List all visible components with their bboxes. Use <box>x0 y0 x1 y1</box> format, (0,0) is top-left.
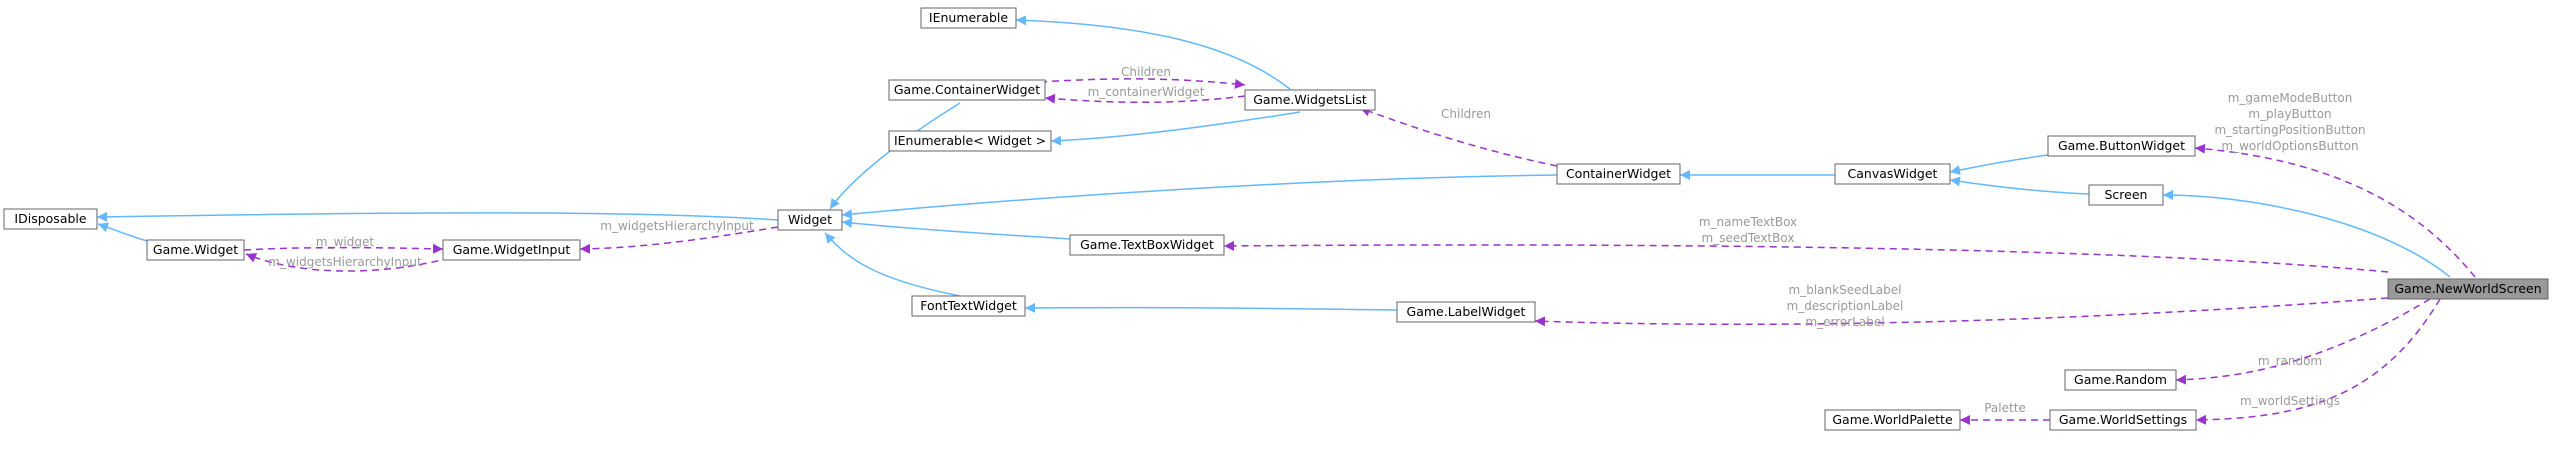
node-label-ienumerable: IEnumerable <box>929 10 1009 25</box>
node-widget[interactable]: Widget <box>777 209 843 231</box>
node-label-game-new-world-screen: Game.NewWorldScreen <box>2394 281 2541 296</box>
node-ienumerable[interactable]: IEnumerable <box>920 7 1017 29</box>
node-label-game-world-settings: Game.WorldSettings <box>2059 412 2187 427</box>
node-idisposable[interactable]: IDisposable <box>3 208 98 230</box>
node-label-container-widget: ContainerWidget <box>1566 166 1671 181</box>
edge-widget-input-to-game-widget <box>245 253 451 272</box>
node-screen[interactable]: Screen <box>2088 184 2164 206</box>
label-m-name-text-box: m_nameTextBox <box>1699 215 1797 229</box>
node-game-widgets-list[interactable]: Game.WidgetsList <box>1244 89 1376 111</box>
edge-game-widget-to-widget-input <box>243 243 444 254</box>
edge-new-world-screen-to-random <box>2175 298 2431 385</box>
node-game-container-widget[interactable]: Game.ContainerWidget <box>888 79 1046 101</box>
label-m-game-mode-button: m_gameModeButton <box>2228 91 2353 105</box>
edge-widgets-list-to-ienumerable <box>1015 15 1291 90</box>
edge-widgets-list-to-ienumerable-widget <box>1050 111 1301 146</box>
edge-widget-to-idisposable <box>96 211 779 222</box>
node-game-world-settings[interactable]: Game.WorldSettings <box>2049 409 2197 431</box>
node-game-widget-input[interactable]: Game.WidgetInput <box>442 239 581 261</box>
edge-button-widget-to-canvas-widget <box>1949 154 2049 175</box>
node-label-game-world-palette: Game.WorldPalette <box>1832 412 1953 427</box>
edge-widget-to-widget-input <box>579 226 779 254</box>
node-font-text-widget[interactable]: FontTextWidget <box>911 295 1026 317</box>
label-m-world-settings: m_worldSettings <box>2240 394 2340 408</box>
edge-widgets-list-to-container-widget <box>1044 93 1246 104</box>
label-m-widget: m_widget <box>316 235 374 249</box>
node-label-game-button-widget: Game.ButtonWidget <box>2058 138 2185 153</box>
node-game-button-widget[interactable]: Game.ButtonWidget <box>2047 135 2196 157</box>
label-m-world-options-button: m_worldOptionsButton <box>2221 139 2358 153</box>
edge-container-widget-to-widgets-list-children <box>1359 106 1558 167</box>
node-label-screen: Screen <box>2105 187 2148 202</box>
label-m-widgets-hierarchy-input-1: m_widgetsHierarchyInput <box>600 219 754 233</box>
node-label-game-container-widget: Game.ContainerWidget <box>894 82 1040 97</box>
node-game-widget[interactable]: Game.Widget <box>146 239 245 261</box>
node-label-game-label-widget: Game.LabelWidget <box>1407 304 1526 319</box>
node-label-game-widget: Game.Widget <box>153 242 238 257</box>
edge-label-widget-to-font-text-widget <box>1024 302 1398 313</box>
edge-container-widget-to-widget <box>841 174 1558 220</box>
edge-screen-to-canvas-widget <box>1949 176 2090 195</box>
edge-new-world-screen-to-screen <box>2162 190 2451 278</box>
edge-new-world-screen-to-world-settings <box>2195 298 2441 425</box>
node-container-widget[interactable]: ContainerWidget <box>1556 163 1681 185</box>
edge-container-widget-to-widgets-list <box>1039 78 1246 89</box>
node-label-font-text-widget: FontTextWidget <box>920 298 1017 313</box>
node-label-game-widget-input: Game.WidgetInput <box>453 242 571 257</box>
label-m-blank-seed-label: m_blankSeedLabel <box>1789 283 1902 297</box>
label-m-widgets-hierarchy-input-2: m_widgetsHierarchyInput <box>268 255 422 269</box>
node-label-game-random: Game.Random <box>2074 372 2167 387</box>
edge-game-container-widget-to-widget <box>829 102 961 210</box>
label-m-random: m_random <box>2258 354 2322 368</box>
edge-new-world-screen-to-label-widget <box>1534 297 2389 327</box>
node-ienumerable-widget[interactable]: IEnumerable< Widget > <box>888 130 1052 152</box>
node-canvas-widget[interactable]: CanvasWidget <box>1834 163 1951 185</box>
label-m-error-label: m_errorLabel <box>1805 315 1884 329</box>
node-label-canvas-widget: CanvasWidget <box>1848 166 1938 181</box>
label-children-mid: Children <box>1441 107 1491 121</box>
label-m-description-label: m_descriptionLabel <box>1787 299 1904 313</box>
label-m-starting-position-button: m_startingPositionButton <box>2214 123 2365 137</box>
label-m-play-button: m_playButton <box>2248 107 2331 121</box>
edge-new-world-screen-to-button-widget <box>2194 143 2476 278</box>
edge-font-text-widget-to-widget <box>824 232 961 297</box>
node-game-new-world-screen[interactable]: Game.NewWorldScreen <box>2387 278 2549 300</box>
node-game-random[interactable]: Game.Random <box>2064 369 2177 391</box>
node-label-game-widgets-list: Game.WidgetsList <box>1253 92 1367 107</box>
label-m-seed-text-box: m_seedTextBox <box>1702 231 1795 245</box>
node-game-label-widget[interactable]: Game.LabelWidget <box>1396 301 1536 323</box>
node-label-game-textbox-widget: Game.TextBoxWidget <box>1080 237 1214 252</box>
node-label-idisposable: IDisposable <box>14 211 86 226</box>
node-label-widget: Widget <box>788 212 832 227</box>
edge-game-widget-to-idisposable <box>97 222 148 242</box>
node-game-textbox-widget[interactable]: Game.TextBoxWidget <box>1069 234 1225 256</box>
label-children-top: Children <box>1121 65 1171 79</box>
label-m-container-widget: m_containerWidget <box>1088 85 1205 99</box>
label-palette: Palette <box>1984 401 2026 415</box>
node-label-ienumerable-widget: IEnumerable< Widget > <box>894 133 1046 148</box>
node-game-world-palette[interactable]: Game.WorldPalette <box>1824 409 1961 431</box>
edge-textbox-widget-to-widget <box>841 218 1071 240</box>
edge-new-world-screen-to-textbox-widget <box>1223 240 2389 273</box>
